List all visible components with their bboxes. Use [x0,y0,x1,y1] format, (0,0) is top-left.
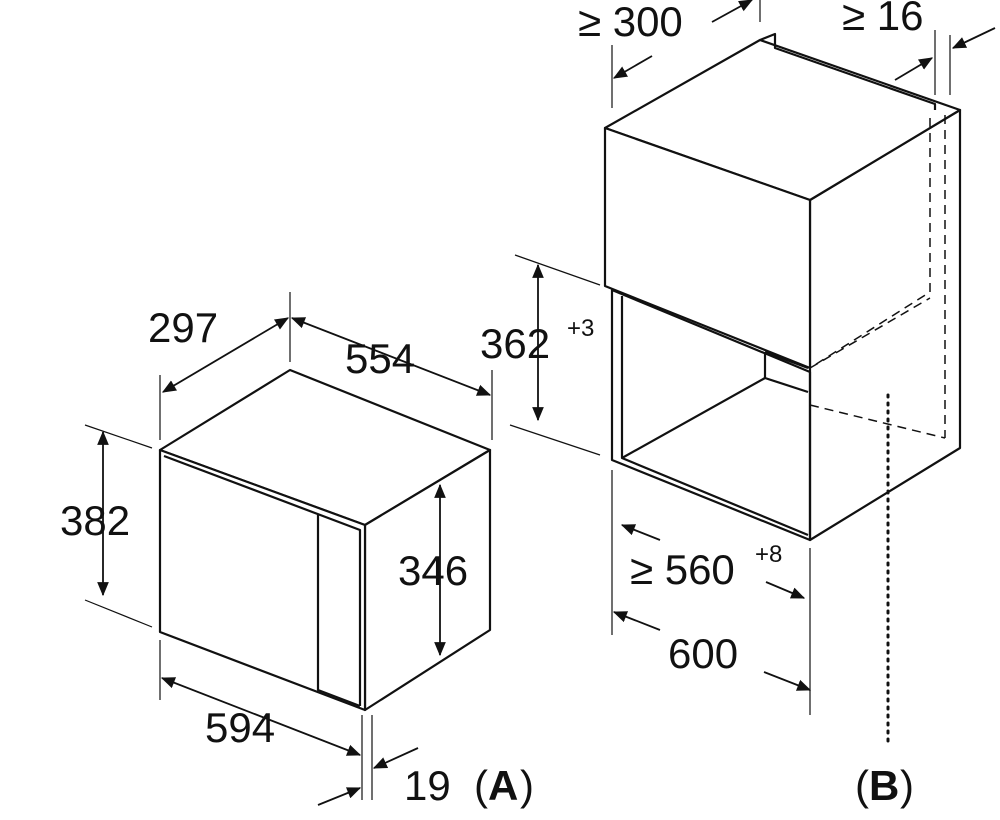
label-a-close-paren: ) [520,762,534,809]
dim-b-16: ≥ 16 [842,0,923,39]
unit-a-dimensions [84,292,493,806]
niche-opening [610,288,812,542]
label-b: B [869,762,899,809]
unit-b-dimensions [509,0,996,715]
dim-b-560: ≥ 560 [630,546,735,593]
dim-b-362-tolerance: +3 [567,315,594,342]
dim-a-346: 346 [398,547,468,594]
niche-interior [621,376,809,459]
dim-b-600: 600 [668,630,738,677]
label-b-open-paren: ( [855,762,869,809]
microwave-front-face [158,448,367,712]
dim-a-19: 19 [404,762,451,809]
label-a: A [488,762,518,809]
hidden-edges [809,115,946,439]
dim-a-382: 382 [60,497,130,544]
dim-a-554: 554 [345,335,415,382]
dim-b-300: ≥ 300 [578,0,683,45]
cabinet-back-notch [759,32,937,110]
dim-b-362: 362 [480,320,550,367]
dim-a-594: 594 [205,704,275,751]
cabinet-unit-b [603,32,962,747]
dim-b-560-tolerance: +8 [755,541,782,568]
microwave-door-edge [163,454,362,706]
label-b-close-paren: ) [900,762,914,809]
microwave-unit-a [158,368,492,712]
label-a-open-paren: ( [474,762,488,809]
dim-a-297: 297 [148,304,218,351]
